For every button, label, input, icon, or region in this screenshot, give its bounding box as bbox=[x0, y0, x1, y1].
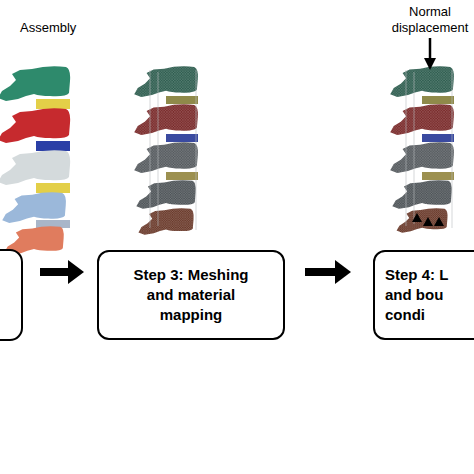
vertebra bbox=[0, 66, 70, 101]
mesh bbox=[392, 180, 451, 209]
flow-arrow bbox=[305, 260, 351, 284]
disc bbox=[422, 96, 454, 104]
mesh bbox=[134, 104, 198, 135]
vertebra bbox=[134, 104, 198, 135]
process-box: Step 4: L and bou condi bbox=[373, 250, 474, 340]
disc bbox=[166, 134, 198, 142]
mesh bbox=[390, 142, 454, 173]
mesh bbox=[397, 208, 448, 232]
vertebra bbox=[390, 104, 454, 135]
process-box: Step 3: Meshing and material mapping bbox=[97, 250, 285, 340]
mesh bbox=[390, 104, 454, 135]
assembly-spine bbox=[0, 66, 70, 254]
mesh bbox=[134, 142, 198, 173]
disc bbox=[36, 141, 70, 151]
vertebra bbox=[390, 66, 454, 97]
annotation-label: Assembly bbox=[20, 20, 110, 36]
step-text: Step 3: Meshing and material mapping bbox=[126, 265, 256, 325]
disc bbox=[36, 183, 70, 193]
vertebra bbox=[390, 142, 454, 173]
flow-arrow bbox=[40, 260, 84, 284]
cropped-step-box bbox=[0, 250, 22, 340]
loaded-spine bbox=[390, 38, 454, 233]
disc bbox=[166, 172, 198, 180]
ligament-lines bbox=[150, 70, 196, 230]
arrow-shaft bbox=[305, 268, 336, 276]
annotation-label: Normal displacement bbox=[385, 4, 474, 36]
vertebra bbox=[397, 208, 448, 232]
disc bbox=[422, 172, 454, 180]
vertebra bbox=[0, 150, 70, 185]
disc bbox=[166, 96, 198, 104]
vertebra bbox=[0, 108, 70, 143]
ligament-lines bbox=[406, 70, 452, 228]
mesh bbox=[138, 208, 193, 235]
vertebra bbox=[134, 66, 198, 97]
vertebra bbox=[392, 180, 451, 209]
vertebra bbox=[138, 208, 193, 235]
mesh bbox=[136, 180, 195, 209]
disc bbox=[36, 99, 70, 109]
vertebra bbox=[2, 192, 66, 223]
mesh bbox=[134, 66, 198, 97]
load-arrow bbox=[429, 38, 432, 60]
load-arrow-head bbox=[424, 58, 436, 70]
fixed-support bbox=[412, 213, 444, 226]
mesh bbox=[390, 66, 454, 97]
disc bbox=[422, 134, 454, 142]
vertebra bbox=[136, 180, 195, 209]
vertebra bbox=[134, 142, 198, 173]
meshed-spine bbox=[134, 66, 198, 234]
arrow-head bbox=[335, 260, 351, 284]
step-text: Step 4: L and bou condi bbox=[375, 265, 474, 325]
